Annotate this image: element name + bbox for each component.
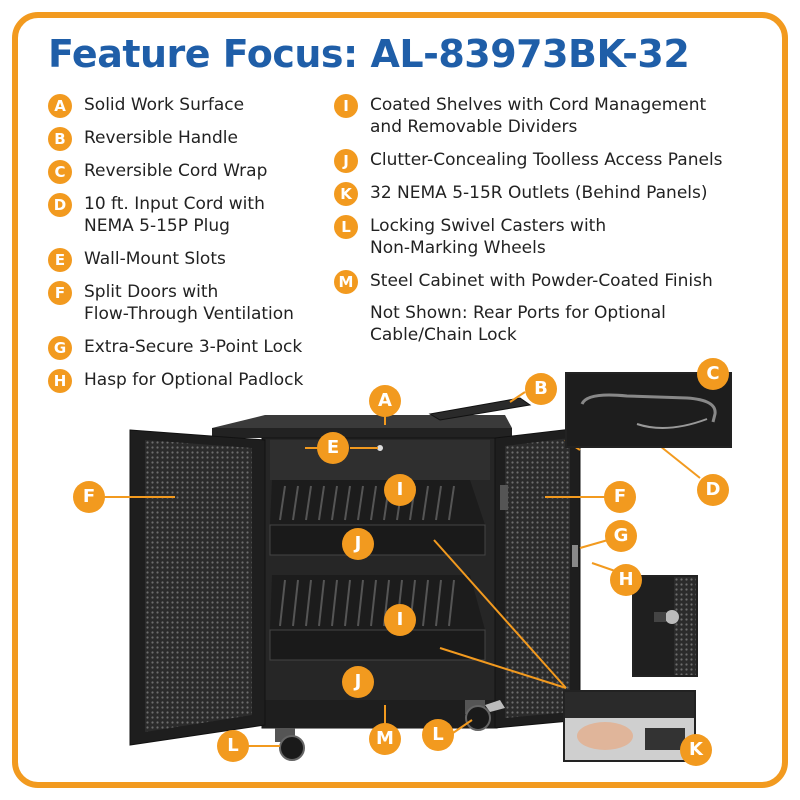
callout-j-upper: J [342, 528, 374, 560]
callout-b: B [525, 373, 557, 405]
badge-a: A [48, 94, 72, 118]
cord-wrap-inset [565, 372, 732, 448]
legend-item-e: E Wall-Mount Slots [48, 248, 348, 272]
legend-text: and Removable Dividers [370, 117, 578, 137]
badge-g: G [48, 336, 72, 360]
legend-text: Flow-Through Ventilation [84, 304, 294, 324]
legend-text: 10 ft. Input Cord with [84, 194, 265, 214]
upper-access-panel [269, 524, 486, 556]
callout-m: M [369, 723, 401, 755]
work-surface [212, 415, 512, 428]
casters [275, 700, 505, 761]
legend-item-a: A Solid Work Surface [48, 94, 348, 118]
legend-text: Locking Swivel Casters with [370, 216, 607, 236]
callout-k: K [680, 734, 712, 766]
badge-i: I [334, 94, 358, 118]
page-title: Feature Focus: AL-83973BK-32 [48, 32, 690, 76]
badge-e: E [48, 248, 72, 272]
callout-c: C [697, 358, 729, 390]
callout-j-lower: J [342, 666, 374, 698]
callout-d: D [697, 474, 729, 506]
badge-f: F [48, 281, 72, 305]
door-handle [500, 485, 508, 510]
right-door-mesh [505, 438, 570, 718]
legend-item-g: G Extra-Secure 3-Point Lock [48, 336, 348, 360]
callout-h: H [610, 564, 642, 596]
legend-text: 32 NEMA 5-15R Outlets (Behind Panels) [370, 183, 708, 203]
callout-i-lower: I [384, 604, 416, 636]
badge-c: C [48, 160, 72, 184]
left-door-mesh [145, 440, 252, 732]
handle [428, 397, 532, 421]
legend-item-k: K 32 NEMA 5-15R Outlets (Behind Panels) [334, 182, 774, 206]
lower-access-panel [269, 629, 486, 661]
legend-text: Coated Shelves with Cord Management [370, 95, 707, 115]
legend-text: Split Doors with [84, 282, 219, 302]
legend-text: Steel Cabinet with Powder-Coated Finish [370, 271, 713, 291]
outlet-graphic [565, 692, 694, 760]
legend-item-j: J Clutter-Concealing Toolless Access Pane… [334, 149, 774, 173]
badge-b: B [48, 127, 72, 151]
note-text: Not Shown: Rear Ports for Optional [370, 303, 666, 323]
note-text: Cable/Chain Lock [370, 325, 517, 345]
badge-h: H [48, 369, 72, 393]
legend-left: A Solid Work Surface B Reversible Handle C… [48, 94, 348, 399]
callout-l-right: L [422, 719, 454, 751]
legend-text: Reversible Handle [84, 128, 238, 148]
legend-text: Solid Work Surface [84, 95, 245, 115]
callout-g: G [605, 520, 637, 552]
legend-item-m: M Steel Cabinet with Powder-Coated Finish [334, 270, 774, 294]
callout-a: A [369, 385, 401, 417]
legend-text: NEMA 5-15P Plug [84, 216, 230, 236]
work-surface-edge [212, 428, 512, 438]
cord-wrap-graphic [567, 374, 730, 446]
wall-mount-slot [377, 445, 383, 451]
outlet-inset [563, 690, 696, 762]
legend-text: Clutter-Concealing Toolless Access Panel… [370, 150, 723, 170]
lock [572, 545, 578, 567]
legend-item-c: C Reversible Cord Wrap [48, 160, 348, 184]
legend-item-h: H Hasp for Optional Padlock [48, 369, 348, 393]
legend-text: Wall-Mount Slots [84, 249, 226, 269]
badge-j: J [334, 149, 358, 173]
legend-text: Hasp for Optional Padlock [84, 370, 304, 390]
legend-text: Non-Marking Wheels [370, 238, 546, 258]
callout-f-right: F [604, 481, 636, 513]
callout-e: E [317, 432, 349, 464]
leader-lines [104, 391, 701, 747]
badge-m: M [334, 270, 358, 294]
callout-l-left: L [217, 730, 249, 762]
hasp-graphic [634, 577, 696, 675]
legend-item-b: B Reversible Handle [48, 127, 348, 151]
badge-d: D [48, 193, 72, 217]
badge-k: K [334, 182, 358, 206]
hasp-inset [632, 575, 698, 677]
badge-l: L [334, 215, 358, 239]
callout-i-upper: I [384, 474, 416, 506]
upper-shelf [270, 480, 485, 525]
lower-dividers [279, 579, 455, 627]
legend-text: Reversible Cord Wrap [84, 161, 268, 181]
legend-text: Extra-Secure 3-Point Lock [84, 337, 303, 357]
callout-f-left: F [73, 481, 105, 513]
